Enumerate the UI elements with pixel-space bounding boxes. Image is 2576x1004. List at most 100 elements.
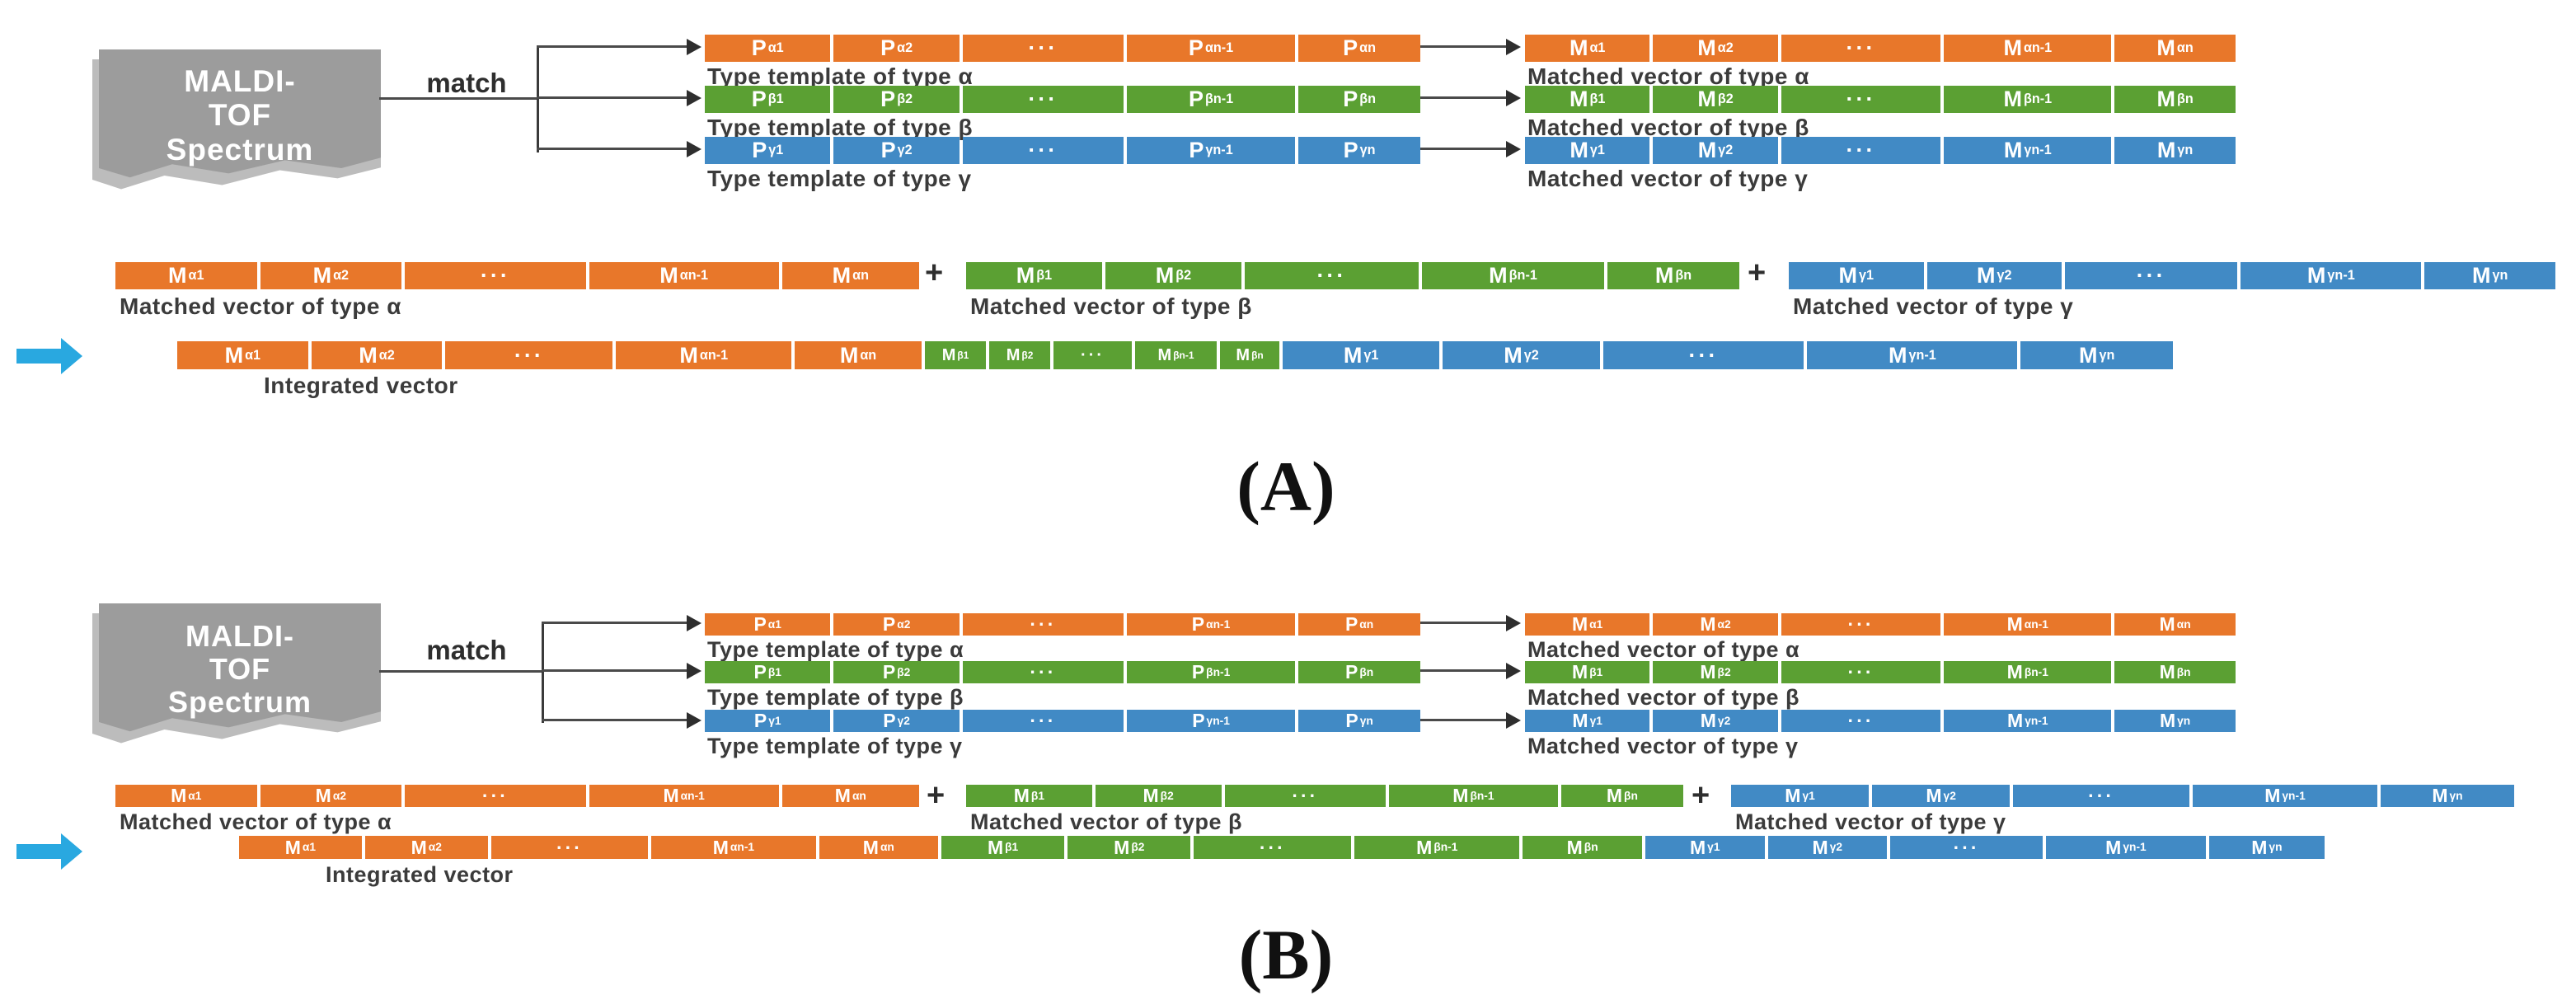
sum-alpha-label: Matched vector of type α: [120, 293, 401, 319]
plus-sign: +: [925, 256, 944, 290]
vector-cell: ···: [405, 785, 586, 807]
match-line: [379, 670, 544, 673]
right-arrow-icon: [542, 661, 701, 681]
integration-arrow-icon: [16, 338, 82, 374]
template-gamma-label: Type template of type γ: [707, 734, 963, 758]
vector-cell: ···: [962, 35, 1124, 62]
right-arrow-icon: [1420, 661, 1521, 681]
sum-gamma-label: Matched vector of type γ: [1793, 293, 2074, 319]
vector-cell: ···: [2013, 785, 2190, 807]
vector-cell: ···: [962, 86, 1124, 113]
sum-beta-label: Matched vector of type β: [970, 809, 1243, 834]
panel-b-caption: (B): [1238, 915, 1334, 994]
template-beta-label: Type template of type β: [707, 115, 974, 140]
vector-cell: ···: [405, 262, 586, 289]
vector-cell: ···: [1890, 836, 2043, 859]
vector-cell: ···: [1781, 35, 1941, 62]
right-arrow-icon: [542, 613, 701, 633]
match-label: match: [426, 635, 507, 665]
template-alpha-label: Type template of type α: [707, 63, 974, 89]
matched-beta-label: Matched vector of type β: [1527, 115, 1809, 140]
bracket-line: [537, 45, 539, 152]
right-arrow-icon: [1420, 139, 1521, 159]
right-arrow-icon: [1420, 613, 1521, 633]
right-arrow-icon: [1420, 37, 1521, 57]
maldi-line3: Spectrum: [167, 685, 312, 720]
vector-cell: ···: [1602, 341, 1804, 369]
template-gamma-label: Type template of type γ: [707, 166, 972, 191]
vector-cell: ···: [1781, 613, 1941, 636]
match-label: match: [426, 68, 507, 98]
right-arrow-icon: [537, 88, 701, 108]
maldi-tof-spectrum-box: MALDI- TOF Spectrum: [99, 603, 381, 732]
maldi-line2: TOF: [209, 651, 271, 686]
template-beta-label: Type template of type β: [707, 685, 964, 710]
right-arrow-icon: [537, 37, 701, 57]
vector-cell: ···: [1244, 262, 1419, 289]
vector-cell: ···: [2065, 262, 2238, 289]
panel-a-caption: (A): [1236, 447, 1335, 526]
